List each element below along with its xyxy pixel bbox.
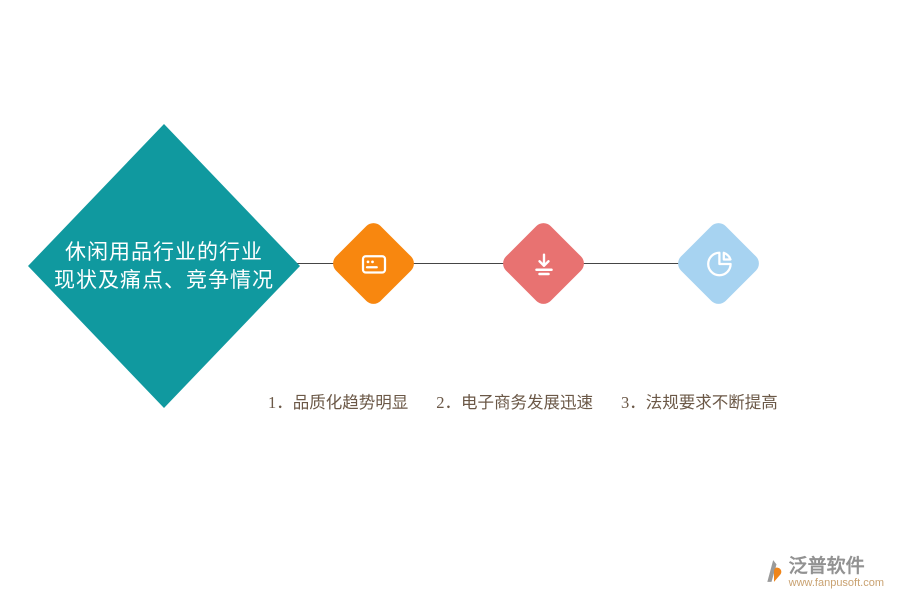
points-row: 1．品质化趋势明显 2．电子商务发展迅速 3．法规要求不断提高 <box>268 389 778 413</box>
main-title-line2: 现状及痛点、竞争情况 <box>54 268 274 292</box>
brand-url: www.fanpusoft.com <box>788 577 884 589</box>
download-icon <box>512 232 575 295</box>
card-list-icon <box>342 232 405 295</box>
point-item-1: 1．品质化趋势明显 <box>268 393 409 412</box>
fanpu-logo-icon <box>764 558 784 589</box>
pie-chart-icon <box>687 232 750 295</box>
main-diamond: 休闲用品行业的行业 现状及痛点、竞争情况 <box>28 124 300 408</box>
point-item-3: 3．法规要求不断提高 <box>621 393 778 412</box>
node-2 <box>498 218 589 309</box>
main-diamond-title: 休闲用品行业的行业 现状及痛点、竞争情况 <box>54 238 274 294</box>
node-1 <box>328 218 419 309</box>
brand-name: 泛普软件 <box>788 556 865 577</box>
main-title-line1: 休闲用品行业的行业 <box>65 240 263 264</box>
point-item-2: 2．电子商务发展迅速 <box>436 393 593 412</box>
node-3 <box>673 218 764 309</box>
connector-line <box>296 263 690 264</box>
footer-watermark: 泛普软件 www.fanpusoft.com <box>764 557 884 590</box>
